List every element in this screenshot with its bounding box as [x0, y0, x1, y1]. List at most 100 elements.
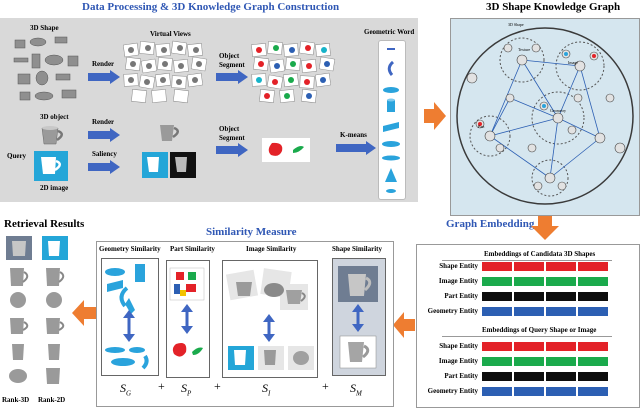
candidate-entity-bar-segment [514, 292, 544, 301]
shape-sim-shapes [338, 266, 378, 369]
candidate-entity-bar-segment [514, 277, 544, 286]
candidate-entity-bar-segment [546, 292, 576, 301]
query-mug-3d-icon [41, 126, 63, 145]
query-entity-label: Shape Entity [439, 342, 478, 350]
query-entity-label: Part Entity [444, 372, 478, 380]
graph-embedding-label: Graph Embedding [446, 218, 535, 230]
candidate-entity-bar-segment [578, 262, 608, 271]
s-symbol-i: SI [262, 381, 271, 398]
query-entity-bar-segment [546, 357, 576, 366]
candidate-entity-label: Shape Entity [439, 262, 478, 270]
query-entity-bar-segment [514, 387, 544, 396]
segmented-views-grid [251, 40, 336, 104]
query-entity-bar-segment [546, 387, 576, 396]
part-similarity-label: Part Similarity [170, 245, 215, 253]
plus-3: + [322, 379, 329, 393]
query-entity-bar-segment [482, 372, 512, 381]
saliency-cup-icon [147, 157, 159, 172]
query-entity-bar-segment [546, 372, 576, 381]
kg-node-label-geometry: Geometry [550, 108, 566, 113]
geometry-similarity-label: Geometry Similarity [99, 245, 161, 253]
query-entity-bar-segment [578, 387, 608, 396]
kg-node-label-texture: Texture [518, 47, 531, 52]
query-label: Query [7, 152, 27, 160]
geometry-sim-shapes [105, 264, 149, 370]
saliency-label: Saliency [92, 150, 117, 158]
data-processing-title: Data Processing & 3D Knowledge Graph Con… [82, 1, 340, 13]
query-entity-bar-segment [514, 357, 544, 366]
candidate-entity-bar-segment [482, 292, 512, 301]
candidate-entity-label: Geometry Entity [427, 307, 478, 315]
query-entity-bar-segment [546, 342, 576, 351]
part-sim-box [166, 260, 210, 378]
candidate-entity-bar-segment [578, 307, 608, 316]
geometric-word-shapes [382, 48, 400, 193]
query-entity-bar-segment [482, 342, 512, 351]
kg-graph [456, 27, 634, 205]
object-segment-arrow-1 [216, 70, 248, 84]
object-segment-label-1a: Object [219, 52, 240, 60]
query-entity-bar-segment [578, 357, 608, 366]
candidate-entity-bar-segment [578, 277, 608, 286]
query-entity-label: Geometry Entity [427, 387, 478, 395]
candidate-entity-bar-segment [578, 292, 608, 301]
query-entity-bar-row [482, 357, 610, 366]
image-sim-shapes [225, 268, 314, 370]
candidate-entity-bar-segment [514, 307, 544, 316]
candidate-entity-bar-row [482, 277, 610, 286]
query-entity-bar-segment [514, 372, 544, 381]
plus-1: + [158, 379, 165, 393]
similarity-title: Similarity Measure [206, 226, 297, 238]
geometry-sim-box [101, 258, 159, 376]
image-similarity-label: Image Similarity [246, 245, 297, 253]
saliency-map-cup-icon [175, 157, 187, 172]
query-entity-bar-segment [514, 342, 544, 351]
shape-3d-collection [13, 36, 79, 101]
candidate-entity-label: Part Entity [444, 292, 478, 300]
image-sim-box [222, 260, 318, 378]
retrieval-results-grid [6, 236, 68, 384]
embeddings-candidate-divider [442, 260, 612, 261]
render-label-2: Render [92, 118, 115, 126]
kg-node-label-shape: 3D Shape [508, 22, 524, 27]
embeddings-candidate-title: Embeddings of Candidata 3D Shapes [484, 250, 596, 258]
render-arrow-1 [88, 70, 120, 84]
s-symbol-p: SP [181, 381, 192, 398]
kg-node-label-part: Part [478, 124, 485, 129]
kg-panel [450, 18, 640, 216]
query-entity-bar-segment [482, 357, 512, 366]
render-label-1: Render [92, 60, 115, 68]
query-entity-label: Image Entity [438, 357, 478, 365]
rank-2d-label: Rank-2D [38, 396, 66, 404]
saliency-arrow [88, 160, 120, 174]
kmeans-label: K-means [340, 131, 367, 139]
embeddings-query-title: Embeddings of Query Shape or Image [482, 326, 597, 334]
candidate-entity-bar-segment [514, 262, 544, 271]
object-3d-label: 3D object [40, 113, 69, 121]
query-entity-bar-segment [482, 387, 512, 396]
object-segment-arrow-2 [216, 143, 248, 157]
candidate-entity-label: Image Entity [438, 277, 478, 285]
candidate-entity-bar-row [482, 262, 610, 271]
rendered-mug-icon [160, 125, 179, 141]
candidate-entity-bar-segment [546, 307, 576, 316]
candidate-entity-bar-row [482, 307, 610, 316]
object-segment-label-2b: Segment [219, 134, 245, 142]
shape-similarity-label: Shape Similarity [332, 245, 382, 253]
candidate-entity-bar-row [482, 292, 610, 301]
query-entity-bar-row [482, 342, 610, 351]
orange-arrow-to-similarity [393, 312, 415, 338]
query-entity-bar-segment [578, 342, 608, 351]
orange-arrow-to-retrieval [72, 300, 96, 326]
query-entity-bar-segment [578, 372, 608, 381]
segment-parts-icon [268, 142, 304, 156]
candidate-entity-bar-segment [546, 277, 576, 286]
part-sim-shapes [169, 267, 205, 357]
embeddings-query-divider [442, 336, 612, 337]
query-entity-bar-row [482, 387, 610, 396]
candidate-entity-bar-segment [482, 262, 512, 271]
virtual-views-label: Virtual Views [150, 30, 191, 38]
data-processing-panel [0, 18, 418, 202]
object-segment-label-2a: Object [219, 125, 240, 133]
candidate-entity-bar-segment [482, 307, 512, 316]
